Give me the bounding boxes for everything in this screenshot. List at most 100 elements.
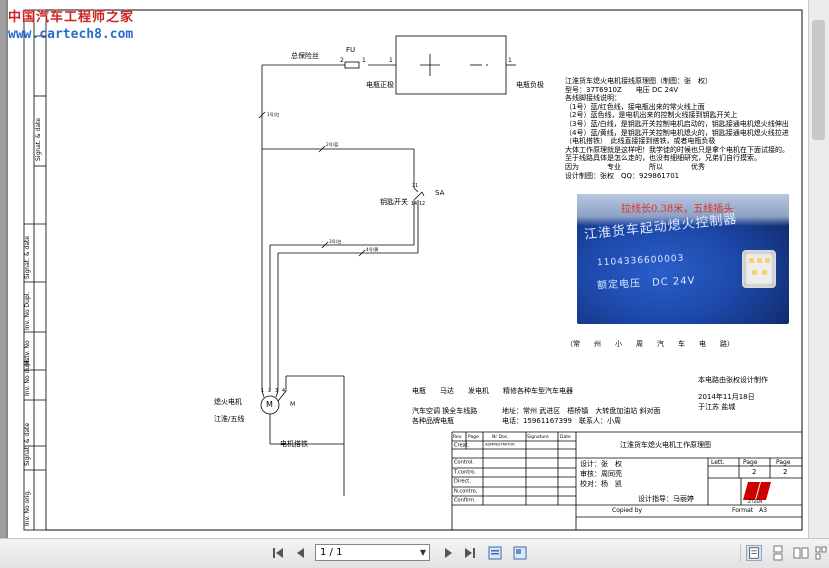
note-line: （2号）蓝色线，是电机出来的控制火线接到钥匙开关上: [565, 111, 738, 120]
battery-positive-label: 电瓶正极: [366, 81, 394, 89]
scrollbar-thumb[interactable]: [812, 20, 825, 140]
motor-ground-label: 电机搭铁: [280, 440, 308, 448]
continuous-pages-icon: [773, 545, 783, 561]
wiring-notes: 江淮货车熄火电机接线原理图（制图：张 权） 型号：37T6910Z 电压 DC …: [565, 77, 789, 180]
fuse-pin-2: 2: [340, 57, 344, 64]
note-line: 江淮货车熄火电机接线原理图（制图：张 权）: [565, 77, 712, 85]
watermark-url-text: www.cartech8.com: [8, 27, 134, 42]
next-page-button[interactable]: [440, 545, 456, 561]
fit-width-button[interactable]: [512, 545, 528, 561]
wiring-schematic: [23, 9, 803, 531]
shop-name: （常 州 小 周 汽 车 电 路）: [566, 340, 734, 348]
note-line: 大体工作原理就是这样吧！我学徒的时候也只是拿个电机在下面试接的。: [565, 145, 789, 154]
sidebar-label: Signat. & date: [24, 422, 31, 466]
watermark-cn-text: 中国汽车工程师之家: [8, 10, 135, 25]
note-line: （4号）蓝/黄线，是钥匙开关控制电机熄火的，钥匙接通电机熄火线拉进: [565, 128, 789, 137]
note-line: （1号）蓝/红色线，接电瓶出来的常火线上面: [565, 102, 705, 111]
fuse-pin-1: 1: [362, 57, 366, 64]
switch-pin-12: 12: [419, 201, 426, 207]
tb-page-total: 2: [783, 468, 788, 476]
previous-page-icon: [297, 548, 304, 558]
motor-m-ref: M: [290, 401, 296, 408]
note-line: 各线脚接线说明：: [565, 94, 621, 103]
single-page-view-button[interactable]: [746, 545, 762, 561]
note-line: （电机搭铁） 此线直接接到搭铁，或者电瓶负极: [565, 137, 716, 146]
note-line: （3号）蓝/白线，是钥匙开关控制电机启动的，钥匙接通电机熄火线伸出: [565, 119, 789, 128]
next-page-icon: [445, 548, 452, 558]
tb-page-number: 2: [752, 468, 757, 476]
tb-header-doc: Nr Doc.: [492, 434, 509, 440]
photo-caption: 拉线长0.38米，五线插头: [621, 204, 734, 215]
sidebar-label: Inv. No orig.: [24, 489, 31, 526]
shop-address: 地址：常州 武进区 梧桥镇 大转盘加油站 斜对面: [502, 407, 661, 415]
wire-1-label: 1号/红: [267, 112, 280, 118]
page-indicator-text: 1 / 1: [320, 547, 343, 558]
fuse-ref-label: FU: [346, 46, 356, 54]
credit-location: 于江苏 盐城: [698, 403, 736, 411]
document-page: 总保险丝 FU 2 1 1 1 电瓶正极 电瓶负极 1号/红 2号/蓝 3号/白…: [8, 0, 808, 538]
connector-plug-icon: [742, 250, 776, 288]
tb-creat: Creat.: [454, 442, 470, 449]
page-selector[interactable]: 1 / 1 ▼: [315, 544, 430, 561]
tb-confirm: Confirm.: [454, 497, 476, 504]
drawing-title: 江淮货车熄火电机工作原理图: [620, 441, 711, 449]
motor-pin-numbers: 1 2 3 4: [261, 388, 287, 394]
note-line: 型号：37T6910Z 电压 DC 24V: [565, 85, 679, 94]
shop-services-line: 电瓶 马达 发电机 精修各种车型汽车电器: [412, 387, 573, 395]
facing-view-button[interactable]: [793, 545, 809, 561]
motor-name-label: 熄火电机: [214, 398, 242, 406]
switch-sa-label: SA: [435, 189, 445, 197]
chevron-down-icon: ▼: [419, 548, 426, 557]
continuous-view-button[interactable]: [770, 545, 786, 561]
tb-format: Format A3: [732, 507, 768, 514]
shop-services-line-3: 各种品牌电瓶: [412, 417, 454, 425]
motor-m-symbol: M: [266, 400, 273, 409]
tb-copied-by: Copied by: [612, 507, 643, 514]
tb-creat-by: ADMINISTRATOR: [485, 442, 515, 447]
viewer-toolbar: 1 / 1 ▼: [0, 538, 829, 568]
tb-direct: Direct.: [454, 478, 471, 485]
tb-header-rev: Rev.: [453, 434, 463, 440]
motor-type-label: 江淮/五线: [214, 415, 245, 423]
photo-serial: 1104336600003: [596, 253, 685, 269]
tb-control: Control.: [454, 459, 475, 466]
last-page-icon: [465, 548, 475, 558]
sidebar-label: Inv. No Dupl.: [24, 291, 31, 330]
fit-page-icon: [488, 546, 502, 560]
single-page-icon: [749, 547, 759, 559]
fit-page-button[interactable]: [487, 545, 503, 561]
document-viewport[interactable]: 总保险丝 FU 2 1 1 1 电瓶正极 电瓶负极 1号/红 2号/蓝 3号/白…: [0, 0, 829, 538]
note-line: 因为 专业 所以 优秀: [565, 162, 705, 171]
note-line: 设计制图：张权 QQ：929861701: [565, 171, 680, 180]
site-watermark: 中国汽车工程师之家 www.cartech8.com: [8, 6, 134, 42]
inner-frame: [45, 9, 803, 531]
first-page-button[interactable]: [270, 545, 286, 561]
tb-designer: 设计：张 权: [580, 460, 622, 468]
battery-box: [395, 35, 507, 95]
tb-header-page: Page: [468, 434, 479, 440]
note-line: 至于线路具体是怎么走的，也没有细细研究，兄弟们自行摸索。: [565, 154, 761, 163]
previous-page-button[interactable]: [293, 545, 309, 561]
key-switch-label: 钥匙开关: [380, 198, 408, 206]
logo-mark: [743, 482, 771, 500]
credit-line: 本电路由张权设计制作: [698, 376, 768, 384]
tb-design-guide: 设计指导：马丽婷: [638, 495, 694, 503]
tb-page-label: Page: [743, 459, 758, 466]
product-photo: 拉线长0.38米，五线插头 江淮货车起动熄火控制器 1104336600003 …: [577, 194, 789, 324]
first-page-icon: [273, 548, 283, 558]
tb-tcontrol: T.contro.: [454, 469, 476, 476]
vertical-scrollbar[interactable]: [808, 0, 829, 538]
tb-page-total-label: Page: [776, 459, 791, 466]
tb-ncontrol: N.contro.: [454, 488, 478, 495]
more-views-button[interactable]: [815, 545, 827, 561]
last-page-button[interactable]: [462, 545, 478, 561]
wire-3-label: 3号/白: [329, 239, 342, 245]
tb-header-signature: Signature: [527, 434, 549, 440]
tb-logo-text: ZTZEN: [748, 499, 763, 505]
battery-negative-label: 电瓶负极: [516, 81, 544, 89]
fuse-symbol: [344, 61, 360, 69]
shop-services-line-2: 汽车空调 换全车线路: [412, 407, 478, 415]
battery-pin-left: 1: [389, 57, 393, 64]
sidebar-label: Signat. & date: [24, 235, 31, 279]
fuse-name-label: 总保险丝: [291, 52, 319, 60]
